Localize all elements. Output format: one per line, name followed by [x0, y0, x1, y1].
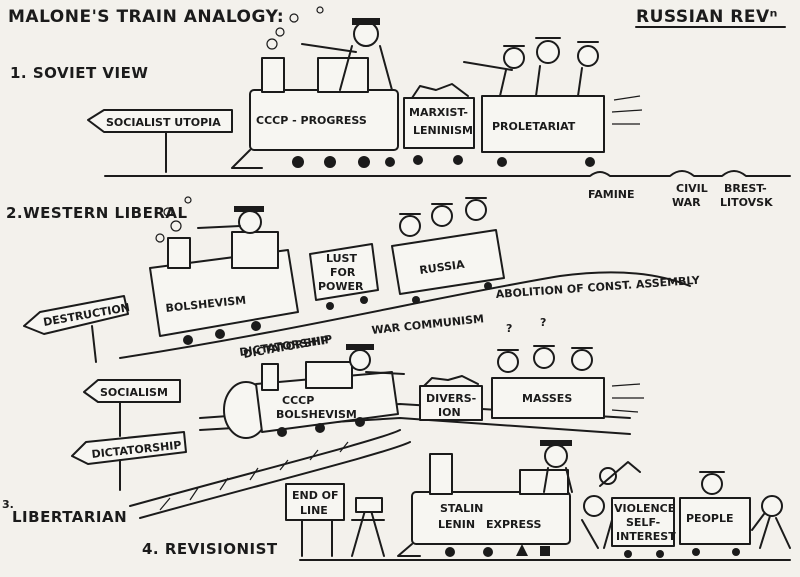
soviet-track: [104, 170, 791, 177]
revisionist-car2-label: PEOPLE: [686, 512, 734, 525]
soviet-car-proletariat: PROLETARIAT: [463, 37, 605, 167]
question-mark-1: ?: [506, 322, 512, 335]
label-abolition: ABOLITION OF CONST. ASSEMBLY: [495, 274, 701, 301]
fighting-figures: [581, 461, 641, 549]
libertarian-signpost-dictatorship: DICTATORSHIP: [71, 431, 187, 491]
soviet-engine-label: CCCP - PROGRESS: [256, 114, 367, 127]
soviet-car2-label: PROLETARIAT: [492, 120, 576, 133]
revisionist-heading: 4. REVISIONIST: [142, 540, 278, 558]
revisionist-car1-line2: SELF-: [626, 516, 660, 529]
bump-civil: CIVIL: [676, 182, 708, 195]
label-war-communism: WAR COMMUNISM: [371, 312, 485, 337]
western-smoke: [155, 196, 192, 243]
libertarian-car1-line1: DIVERS-: [426, 392, 476, 405]
libertarian-car-diversion: DIVERS- ION: [419, 375, 483, 421]
libertarian-signpost-socialism: SOCIALISM: [83, 379, 181, 437]
western-car-lust: LUST FOR POWER: [309, 243, 379, 310]
western-track: [119, 271, 691, 359]
revisionist-car-people: PEOPLE: [679, 471, 751, 556]
end-of-line-line2: LINE: [300, 504, 328, 517]
bump-brest: BREST-: [724, 182, 767, 195]
libertarian-heading: LIBERTARIAN: [12, 508, 127, 526]
revisionist-car-violence: VIOLENCE SELF- INTEREST: [611, 497, 676, 558]
revisionist-engine-line2: LENIN: [438, 518, 475, 531]
revisionist-engine: STALIN LENIN EXPRESS: [397, 453, 571, 557]
western-car-russia: RUSSIA: [391, 197, 505, 304]
soviet-engine: CCCP - PROGRESS: [231, 57, 399, 169]
libertarian-heading-number: 3.: [2, 498, 14, 511]
soviet-heading: 1. SOVIET VIEW: [10, 64, 148, 82]
cartoon-title: MALONE'S TRAIN ANALOGY:: [8, 7, 284, 27]
libertarian-speed-lines: [611, 383, 644, 413]
question-mark-2: ?: [540, 316, 546, 329]
western-engine: BOLSHEVISM: [149, 231, 299, 345]
soviet-car1-line1: MARXIST-: [409, 106, 468, 119]
end-of-line-sign: END OF LINE: [285, 483, 345, 557]
soviet-signpost-label: SOCIALIST UTOPIA: [106, 116, 221, 129]
libertarian-signpost-upper: SOCIALISM: [100, 386, 168, 399]
libertarian-engine-line1: CCCP: [282, 394, 314, 407]
libertarian-engine-line2: BOLSHEVISM: [276, 408, 357, 421]
buffer-stop: [351, 497, 385, 557]
bump-famine: FAMINE: [588, 188, 635, 201]
libertarian-driver-figure: [346, 344, 405, 375]
bump-war: WAR: [672, 196, 701, 209]
bump-litovsk: LITOVSK: [720, 196, 773, 209]
libertarian-dictatorship-caption: DICTATORSHIP: [242, 332, 333, 360]
pushing-figure: [751, 495, 791, 549]
western-car1-line3: POWER: [318, 280, 364, 293]
soviet-driver-figure: [301, 18, 393, 91]
libertarian-engine: CCCP BOLSHEVISM: [223, 361, 399, 439]
soviet-signpost: SOCIALIST UTOPIA: [87, 109, 233, 173]
soviet-car1-line2: LENINISM: [413, 124, 473, 137]
revisionist-driver-figure: [540, 440, 573, 493]
western-car1-line2: FOR: [330, 266, 356, 279]
libertarian-car-masses: MASSES ? ?: [491, 316, 605, 419]
western-signpost: DESTRUCTION: [23, 295, 131, 363]
western-car1-line1: LUST: [326, 252, 357, 265]
soviet-speed-lines: [611, 95, 643, 125]
libertarian-car2-label: MASSES: [522, 392, 572, 405]
revisionist-engine-line1: STALIN: [440, 502, 483, 515]
end-of-line-line1: END OF: [292, 489, 339, 502]
libertarian-car1-line2: ION: [438, 406, 461, 419]
soviet-engine-wheels: [292, 156, 395, 168]
revisionist-engine-line3: EXPRESS: [486, 518, 541, 531]
soviet-smoke: [266, 6, 324, 50]
western-heading: 2.WESTERN LIBERAL: [6, 204, 188, 222]
western-car2-label: RUSSIA: [419, 258, 466, 277]
revisionist-car1-line1: VIOLENCE: [614, 502, 675, 515]
soviet-car-marxism: MARXIST- LENINISM: [403, 83, 475, 165]
revisionist-car1-line3: INTEREST: [616, 530, 676, 543]
western-driver-figure: [197, 206, 264, 234]
topic-title: RUSSIAN REVⁿ: [636, 7, 778, 27]
